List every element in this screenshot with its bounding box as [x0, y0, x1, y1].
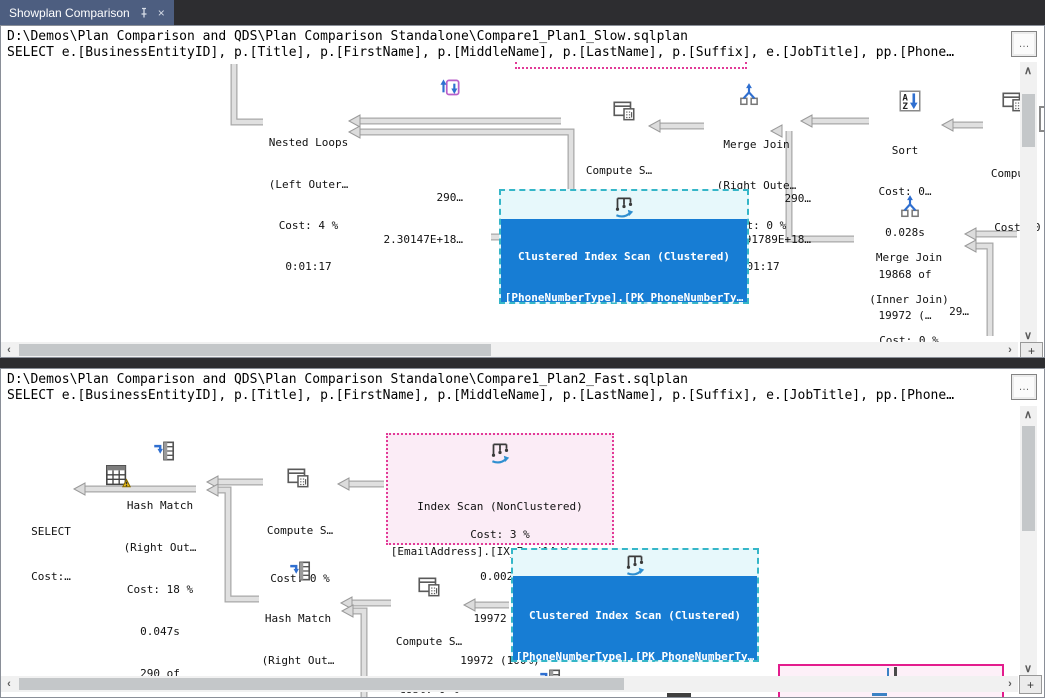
- plan-header-fast: D:\Demos\Plan Comparison and QDS\Plan Co…: [1, 369, 1044, 405]
- node-line: Cost: 18 %: [126, 583, 194, 596]
- merge-join-icon[interactable]: [897, 193, 923, 219]
- node-hash-match-1[interactable]: Hash Match (Right Out… Cost: 18 % 0.047s…: [103, 471, 217, 697]
- scroll-down-icon[interactable]: ∨: [1023, 329, 1033, 342]
- clustered-index-scan-icon: [622, 551, 648, 577]
- plan-header-slow: D:\Demos\Plan Comparison and QDS\Plan Co…: [1, 26, 1044, 62]
- node-nested-loops-stats: 290… 2.30147E+18…: [323, 164, 463, 274]
- node-line: SELECT: [31, 525, 71, 538]
- clustered-index-scan-icon: [611, 193, 637, 219]
- partial-icon-fragment: [894, 667, 897, 677]
- node-line: 290…: [436, 191, 464, 205]
- node-line: (Right Out…: [261, 654, 335, 667]
- node-line: Cost: 3 %: [470, 528, 530, 541]
- node-line: Hash Match: [126, 499, 194, 512]
- plan-file-path: D:\Demos\Plan Comparison and QDS\Plan Co…: [7, 29, 688, 44]
- node-line: [PhoneNumberType].[PK_PhoneNumberTy…: [515, 649, 755, 663]
- node-line: Hash Match: [264, 612, 332, 625]
- merge-join-icon[interactable]: [736, 81, 762, 107]
- node-line: Merge Join: [723, 138, 790, 151]
- scroll-down-icon[interactable]: ∨: [1023, 662, 1033, 675]
- tab-title: Showplan Comparison: [9, 5, 130, 20]
- partial-highlighted-node: [515, 62, 747, 69]
- hash-match-icon[interactable]: [151, 438, 177, 464]
- scrollbar-thumb[interactable]: [19, 344, 491, 356]
- expand-query-button[interactable]: …: [1011, 374, 1037, 400]
- scrollbar-thumb[interactable]: [1022, 94, 1035, 147]
- sort-icon[interactable]: [897, 88, 923, 114]
- scroll-up-icon[interactable]: ∧: [1023, 408, 1033, 421]
- node-line: (Right Out…: [123, 541, 197, 554]
- tab-bar: Showplan Comparison ×: [0, 0, 1045, 25]
- node-line: Cost:…: [31, 570, 71, 583]
- horizontal-scrollbar[interactable]: ‹ ›: [1, 676, 1018, 692]
- node-line: Nested Loops: [268, 136, 349, 150]
- scrollbar-thumb[interactable]: [1022, 426, 1035, 531]
- scroll-right-icon[interactable]: ›: [1008, 678, 1012, 690]
- node-line: 29…: [949, 305, 969, 319]
- node-line: Compute S…: [585, 164, 653, 177]
- node-line: [PhoneNumberType].[PK_PhoneNumberTy…: [504, 290, 744, 304]
- scroll-left-icon[interactable]: ‹: [7, 344, 11, 356]
- scrollbar-thumb[interactable]: [19, 678, 624, 690]
- partial-icon-fragment: [887, 668, 889, 677]
- node-highlight-body: Clustered Index Scan (Clustered) [PhoneN…: [513, 576, 757, 697]
- clipped-node-fragment: [667, 693, 691, 697]
- node-index-scan[interactable]: Index Scan (NonClustered) [EmailAddress]…: [386, 433, 614, 667]
- scroll-right-icon[interactable]: ›: [1008, 344, 1012, 356]
- vertical-scrollbar[interactable]: ∧ ∨: [1020, 62, 1037, 343]
- clipped-node-fragment: [872, 693, 887, 696]
- node-clustered-index-scan[interactable]: Clustered Index Scan (Clustered) [PhoneN…: [511, 548, 759, 697]
- compute-scalar-icon[interactable]: [611, 98, 637, 124]
- hash-match-icon[interactable]: [287, 558, 313, 584]
- node-line: Merge Join: [875, 251, 943, 265]
- compute-scalar-icon[interactable]: [285, 465, 311, 491]
- horizontal-scrollbar[interactable]: ‹ ›: [1, 342, 1018, 357]
- node-line: 2.30147E+18…: [383, 232, 463, 246]
- node-line: Clustered Index Scan (Clustered): [529, 608, 741, 622]
- node-clustered-index-scan[interactable]: Clustered Index Scan (Clustered) [PhoneN…: [499, 189, 749, 344]
- node-select[interactable]: SELECT Cost:…: [11, 494, 91, 614]
- nested-loops-icon[interactable]: [437, 75, 463, 101]
- close-icon[interactable]: ×: [157, 5, 165, 20]
- pin-icon[interactable]: [138, 7, 150, 19]
- plan-pane-slow: D:\Demos\Plan Comparison and QDS\Plan Co…: [0, 25, 1045, 358]
- plan-pane-fast: D:\Demos\Plan Comparison and QDS\Plan Co…: [0, 368, 1045, 698]
- zoom-plus-button[interactable]: +: [1019, 675, 1042, 694]
- zoom-plus-button[interactable]: +: [1020, 342, 1043, 357]
- plan-query-text: SELECT e.[BusinessEntityID], p.[Title], …: [7, 388, 955, 403]
- node-line: Compute S…: [266, 524, 334, 537]
- scroll-left-icon[interactable]: ‹: [7, 678, 11, 690]
- clipped-node-fragment: [1039, 106, 1044, 132]
- scroll-up-icon[interactable]: ∧: [1023, 64, 1033, 77]
- index-scan-icon: [487, 439, 513, 465]
- vertical-scrollbar[interactable]: ∧ ∨: [1020, 406, 1037, 676]
- tab-showplan-comparison[interactable]: Showplan Comparison ×: [0, 0, 174, 25]
- expand-query-button[interactable]: …: [1011, 31, 1037, 57]
- plan-file-path: D:\Demos\Plan Comparison and QDS\Plan Co…: [7, 372, 688, 387]
- node-line: Clustered Index Scan (Clustered): [518, 250, 730, 263]
- node-line: 0.047s: [140, 625, 180, 638]
- plan-query-text: SELECT e.[BusinessEntityID], p.[Title], …: [7, 45, 955, 60]
- node-line: Cost: 0 %: [605, 691, 665, 698]
- node-line: Sort: [891, 143, 919, 157]
- node-highlight-body: Clustered Index Scan (Clustered) [PhoneN…: [501, 219, 747, 344]
